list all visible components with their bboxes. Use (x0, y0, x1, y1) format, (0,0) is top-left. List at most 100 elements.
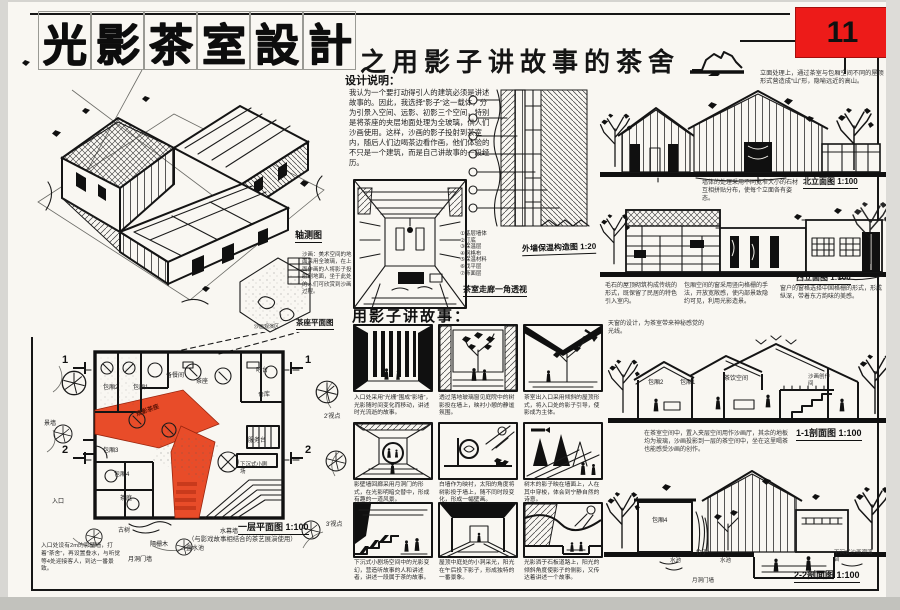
frame-bottom-line (31, 589, 879, 591)
title-char: 設 (250, 11, 303, 70)
floor-plan-caption-note: （与影戏故事相结合的茶艺展演使用） (188, 536, 297, 543)
water-wall-label: 水幕墙 (220, 529, 239, 535)
sheet-number-badge: 11 (795, 7, 890, 58)
north-elev-note-top: 立面处理上，通过茶室与包厢空间不同的屋顶形式营造成“山”形，隐喻远近的高山。 (760, 70, 884, 86)
section-2-marker-right: 2 (305, 444, 312, 456)
title-char: 室 (197, 11, 250, 70)
tea-plan-caption: 茶座平面图 (296, 317, 334, 330)
scan-edge-right (886, 0, 900, 610)
legend-item: ⑦饰面层 (460, 270, 482, 277)
title-char: 影 (91, 11, 144, 70)
story-panel-8-sketch (438, 502, 518, 558)
room-label: 茶庭 (120, 496, 133, 502)
legend-item: ③保温层 (460, 244, 482, 251)
room-label: 包厢4 (114, 472, 130, 478)
west-elev-caption: 西立面图 1:100 (796, 272, 851, 285)
stories-heading: 用影子讲故事： (352, 308, 472, 325)
room-label: 服务台 (248, 438, 267, 444)
room-label: 包厢2 (103, 385, 119, 391)
moon-gate-wall-label: 月洞门墙 (692, 578, 715, 584)
title-char: 茶 (144, 11, 197, 70)
viewpoint-3-label: 3′视点 (326, 522, 343, 528)
mountain-sketch-icon (690, 51, 744, 76)
frame-link-line (740, 40, 795, 42)
board-subtitle: 之用影子讲故事的茶舍 (360, 47, 681, 77)
room-label: 下沉式小剧场 (240, 462, 268, 475)
frame-tick-line (844, 56, 846, 74)
section-room-label: 包厢2 (648, 380, 664, 386)
corridor-perspective-sketch (353, 179, 467, 309)
west-elev-note-1: 毛石的屋顶砌筑构成传统的形式，既保留了民居的特色引入室内。 (605, 283, 678, 306)
west-elevation-sketch (599, 202, 890, 281)
cascade-label: 叠水池 (186, 546, 205, 552)
room-label: 包厢1 (133, 385, 149, 391)
entry-note: 入口处设有2m的影壁墙，打着“茶舍”，再设置叠水，与听觉等4处迎接客人，到达一番… (41, 543, 121, 573)
story-panel-2-sketch (438, 324, 518, 392)
lattice-label: 隔栅木 (150, 542, 169, 548)
frame-left-line (31, 337, 33, 590)
story-panel-7-sketch (353, 502, 433, 558)
story-caption-2: 透过落地玻璃窗见庭院中的树影投在墙上，映衬小憩的静谧氛围。 (439, 395, 515, 417)
frame-top-line (30, 13, 790, 15)
story-panel-6-sketch (523, 422, 603, 480)
board-title: 光 影 茶 室 設 計 (38, 11, 356, 70)
story-caption-1: 入口处采用“光栅”围成“影墙”，光影随时间变化而移动，讲述时光流逝的故事。 (354, 395, 432, 417)
moon-gate-label: 月洞门墙 (128, 557, 153, 563)
story-panel-5-sketch (438, 422, 518, 480)
title-char: 計 (303, 11, 356, 70)
pool-label: 水池 (670, 558, 682, 564)
scan-edge-left (0, 0, 8, 610)
design-notes-body: 我认为一个要打动得引人的建筑必须是讲述故事的。因此，我选择“影子”这一载体，分为… (349, 88, 490, 167)
room-label: 包厢3 (103, 448, 119, 454)
story-caption-9: 光影洒于石板道路上，阳光的倾斜角度使影子的侧影，又传达着讲述一个故事。 (524, 560, 600, 582)
room-label: 仓库 (258, 392, 271, 398)
section-1-marker: 1 (62, 354, 69, 366)
west-elev-note-3: 窗户的窗格选择中国格栅的形式，形成纵深，带着东方韵味的美感。 (780, 286, 883, 301)
section-room-label: 沙画创作间 (808, 374, 831, 387)
scan-edge-bottom (0, 597, 900, 610)
story-panel-3-sketch (523, 324, 603, 392)
axonometric-sketch (22, 60, 325, 305)
section-2-2-sketch (604, 470, 892, 579)
story-caption-4: 影壁墙回廊采用月洞门的形式，在光影明暗交替中，形成有趣的一道风景。 (354, 482, 430, 504)
section-1-marker-right: 1 (305, 354, 312, 366)
west-elev-note-2: 包厢空间的窗采用竖向格栅的手法，开放宽敞感，使内部景致隐约可见，利用光影造景。 (684, 283, 769, 306)
pool-label: 水池 (720, 558, 732, 564)
stage-label: 下沉式沙画观演台 (834, 550, 873, 563)
tea-plan-note: 沙画：美术空间的地面采用全玻璃，在上面作画的人将影子投射到地面，坐于此处的人们可… (302, 252, 352, 296)
viewpoint-2-label: 2′视点 (324, 414, 341, 420)
wall-detail-legend: ①基层墙体 ②打底 ③保温层 ④网格布 ⑤保温材料 ⑥找平层 ⑦饰面层 (460, 231, 522, 277)
section-room-label: 包厢1 (680, 380, 696, 386)
story-caption-8: 屋顶中庭处的小洞采光，阳光在午后投下影子，形成独特的一番景象。 (439, 560, 515, 582)
section11-note-top: 天窗的设计，为茶室带来神秘感觉的光线。 (608, 321, 705, 336)
section22-caption: 2-2剖面图 1:100 (794, 568, 860, 583)
frame-right-line (877, 57, 879, 590)
north-elev-note-bottom: 墙体的处理采用不同宽窄大小的石材互相拼贴分布，使每个立面各有姿态。 (702, 180, 799, 203)
title-char: 光 (38, 11, 91, 70)
story-caption-7: 下沉式小剧场空间中的光影变幻，营造听故事的人和讲述者，讲述一段属于茶的故事。 (354, 560, 430, 582)
section-room-label: 包厢4 (652, 518, 668, 524)
scenery-wall-label: 景墙 (44, 421, 57, 427)
drawing-sheet: 光 影 茶 室 設 計 之用影子讲故事的茶舍 11 (8, 2, 894, 597)
floor-plan-sketch (46, 332, 347, 556)
story-caption-3: 茶室出入口采用倾斜的屋顶形式，将入口处的影子引导，使影成为主体。 (524, 395, 600, 417)
wall-detail-sketch (468, 89, 590, 227)
room-label: 吧台 (256, 368, 269, 374)
floor-plan-caption: 一层平面图 1:100 (238, 520, 309, 535)
axon-caption: 轴测图 (295, 228, 323, 243)
story-panel-1-sketch (353, 324, 433, 392)
legend-item: ②打底 (460, 237, 476, 244)
bamboo-label: 竹子 (696, 550, 708, 556)
story-caption-6: 树木的影子映在墙面上，人在其中穿梭，体会到宁静自然的诗意。 (524, 482, 600, 504)
tea-plan-inner-label: 沙画观演区 (254, 324, 280, 330)
north-elev-caption: 北立面图 1:100 (803, 176, 858, 189)
legend-item: ⑤保温材料 (460, 257, 487, 264)
section-2-marker: 2 (62, 444, 69, 456)
story-caption-5: 白墙作为映衬，太阳的角度将树影投于墙上，随不同时段变化，形成一幅壁画。 (439, 482, 515, 504)
section-room-label: 茶饮空间 (724, 376, 749, 382)
room-label: 备餐间 (166, 373, 185, 379)
legend-item: ④网格布 (460, 250, 482, 257)
story-panel-9-sketch (523, 502, 603, 558)
section11-caption: 1-1剖面图 1:100 (796, 426, 862, 441)
